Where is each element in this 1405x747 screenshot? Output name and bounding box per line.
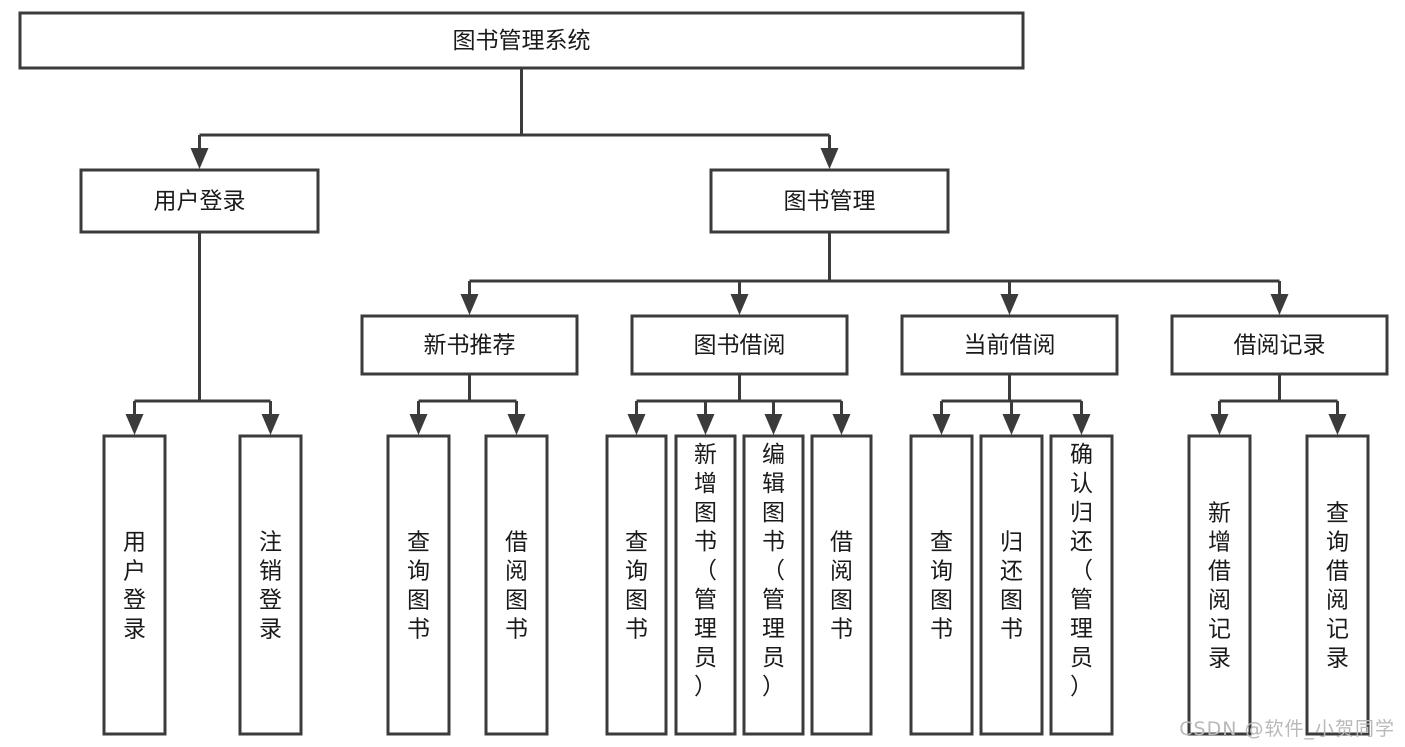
node-leaf-query-book-1[interactable]: 查询图书: [386, 434, 451, 736]
node-label-leaf-edit-book: 编辑图书（管理员）: [762, 442, 785, 700]
node-leaf-add-record[interactable]: 新增借阅记录: [1187, 434, 1252, 736]
node-box-current-borrow: [900, 314, 1119, 376]
node-box-leaf-user-logout: [238, 434, 303, 736]
node-label-user-login: 用户登录: [154, 189, 246, 215]
arrow-head-icon: [507, 414, 526, 435]
arrow-head-icon: [1000, 294, 1019, 315]
arrow-head-icon: [460, 294, 479, 315]
arrow-head-icon: [190, 148, 209, 169]
node-label-leaf-add-book: 新增图书（管理员）: [694, 442, 717, 700]
node-box-leaf-query-book-1: [386, 434, 451, 736]
arrow-head-icon: [1270, 294, 1289, 315]
arrow-head-icon: [1072, 414, 1091, 435]
edge-group-from-book-borrow: [627, 374, 851, 435]
node-borrow-record[interactable]: 借阅记录: [1170, 314, 1389, 376]
node-box-leaf-query-record: [1305, 434, 1370, 736]
arrow-head-icon: [1002, 414, 1021, 435]
node-label-leaf-borrow-book-1: 借阅图书: [505, 530, 528, 643]
node-box-root: [18, 11, 1025, 70]
edge-group-from-current-borrow: [932, 374, 1091, 435]
arrow-head-icon: [932, 414, 951, 435]
node-box-book-manage: [709, 168, 950, 234]
node-root[interactable]: 图书管理系统: [18, 11, 1025, 70]
node-label-book-manage: 图书管理: [784, 189, 876, 215]
node-layer: 图书管理系统用户登录图书管理新书推荐图书借阅当前借阅借阅记录用户登录注销登录查询…: [18, 11, 1389, 736]
node-box-leaf-add-record: [1187, 434, 1252, 736]
node-leaf-return-book[interactable]: 归还图书: [979, 434, 1044, 736]
node-leaf-user-logout[interactable]: 注销登录: [238, 434, 303, 736]
node-leaf-query-record[interactable]: 查询借阅记录: [1305, 434, 1370, 736]
node-box-book-borrow: [630, 314, 849, 376]
arrow-head-icon: [820, 148, 839, 169]
node-box-leaf-query-book-2: [605, 434, 668, 736]
arrow-head-icon: [261, 414, 280, 435]
edge-group-from-book-manage: [460, 232, 1289, 315]
edge-group-from-user-login: [125, 232, 280, 435]
arrow-head-icon: [764, 414, 783, 435]
node-label-new-book-rec: 新书推荐: [424, 333, 516, 359]
node-label-leaf-query-book-1: 查询图书: [407, 530, 430, 643]
node-label-borrow-record: 借阅记录: [1234, 333, 1326, 359]
node-book-manage[interactable]: 图书管理: [709, 168, 950, 234]
arrow-head-icon: [832, 414, 851, 435]
node-label-leaf-return-book: 归还图书: [1000, 530, 1023, 643]
arrow-head-icon: [696, 414, 715, 435]
node-label-root: 图书管理系统: [453, 28, 591, 54]
node-label-leaf-query-book-3: 查询图书: [930, 530, 953, 643]
node-leaf-borrow-book-1[interactable]: 借阅图书: [484, 434, 549, 736]
node-label-leaf-user-login: 用户登录: [123, 530, 146, 643]
node-label-leaf-confirm-return: 确认归还（管理员）: [1070, 442, 1093, 700]
node-box-user-login: [79, 168, 320, 234]
node-box-leaf-return-book: [979, 434, 1044, 736]
node-current-borrow[interactable]: 当前借阅: [900, 314, 1119, 376]
node-leaf-edit-book[interactable]: 编辑图书（管理员）: [742, 434, 805, 736]
node-user-login[interactable]: 用户登录: [79, 168, 320, 234]
edge-layer: [125, 68, 1347, 435]
node-leaf-borrow-book-2[interactable]: 借阅图书: [810, 434, 873, 736]
node-box-leaf-confirm-return: [1049, 434, 1114, 736]
arrow-head-icon: [409, 414, 428, 435]
node-box-leaf-query-book-3: [909, 434, 974, 736]
node-box-leaf-borrow-book-1: [484, 434, 549, 736]
arrow-head-icon: [627, 414, 646, 435]
node-label-leaf-borrow-book-2: 借阅图书: [830, 530, 853, 643]
node-box-leaf-add-book: [674, 434, 737, 736]
arrow-head-icon: [125, 414, 144, 435]
node-book-borrow[interactable]: 图书借阅: [630, 314, 849, 376]
node-box-new-book-rec: [360, 314, 579, 376]
node-leaf-query-book-3[interactable]: 查询图书: [909, 434, 974, 736]
node-new-book-rec[interactable]: 新书推荐: [360, 314, 579, 376]
node-leaf-user-login[interactable]: 用户登录: [102, 434, 167, 736]
node-leaf-add-book[interactable]: 新增图书（管理员）: [674, 434, 737, 736]
node-leaf-confirm-return[interactable]: 确认归还（管理员）: [1049, 434, 1114, 736]
arrow-head-icon: [1210, 414, 1229, 435]
arrow-head-icon: [730, 294, 749, 315]
node-label-book-borrow: 图书借阅: [694, 333, 786, 359]
edge-group-from-borrow-record: [1210, 374, 1347, 435]
node-label-leaf-query-record: 查询借阅记录: [1326, 501, 1349, 672]
edge-group-from-root: [190, 68, 839, 169]
node-label-leaf-add-record: 新增借阅记录: [1208, 501, 1231, 672]
node-box-leaf-borrow-book-2: [810, 434, 873, 736]
node-label-leaf-query-book-2: 查询图书: [625, 530, 648, 643]
watermark-text: CSDN @软件_小贺同学: [1179, 718, 1395, 740]
node-box-leaf-user-login: [102, 434, 167, 736]
edge-group-from-new-book-rec: [409, 374, 526, 435]
node-leaf-query-book-2[interactable]: 查询图书: [605, 434, 668, 736]
node-label-current-borrow: 当前借阅: [964, 333, 1056, 359]
node-box-leaf-edit-book: [742, 434, 805, 736]
arrow-head-icon: [1328, 414, 1347, 435]
node-box-borrow-record: [1170, 314, 1389, 376]
node-label-leaf-user-logout: 注销登录: [259, 530, 282, 643]
